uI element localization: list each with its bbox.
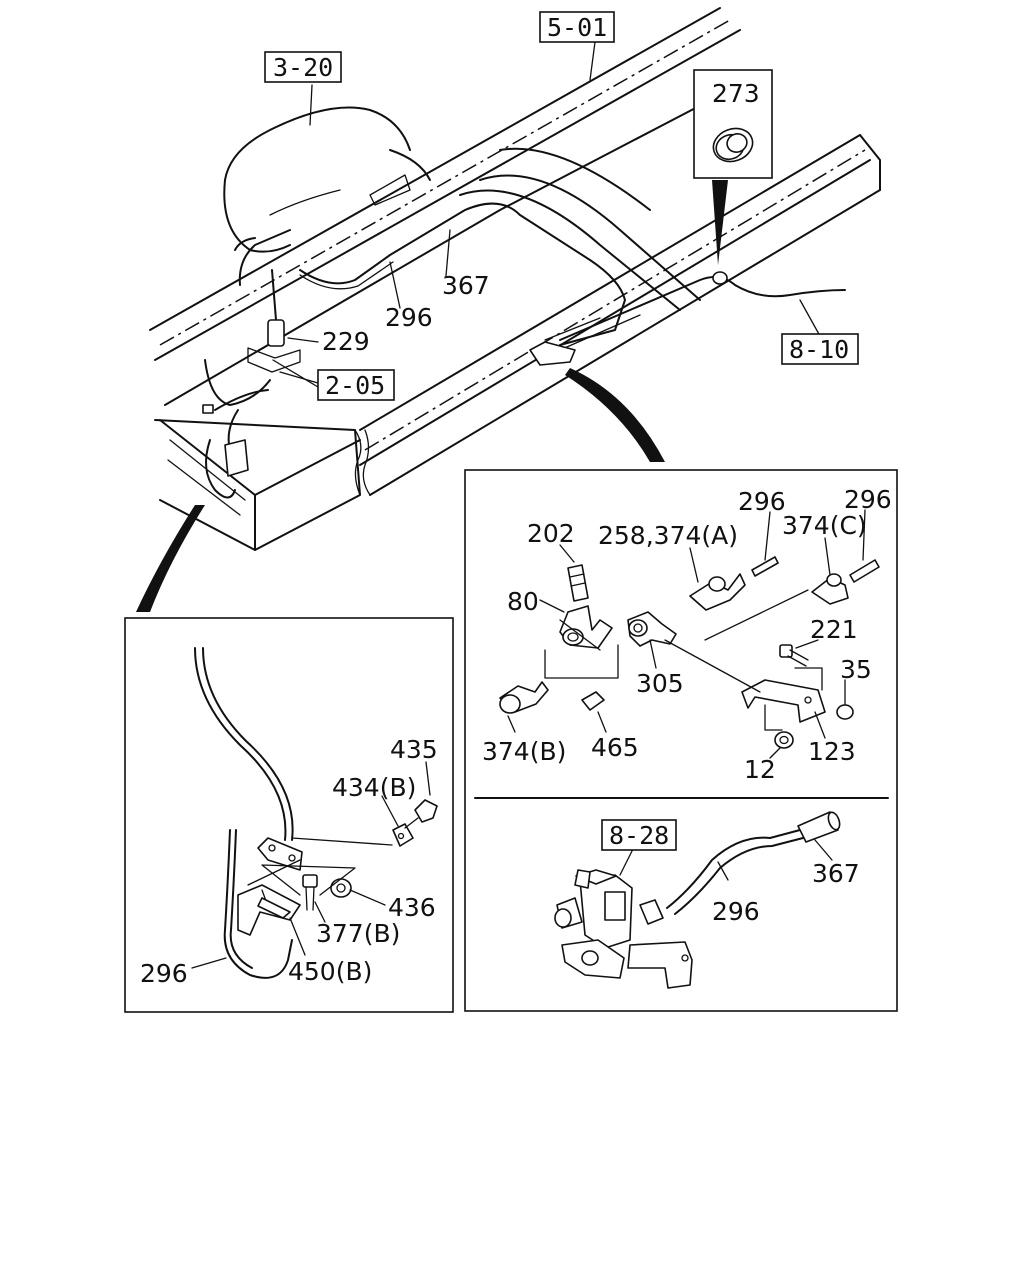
part-label-273: 273	[712, 79, 760, 108]
part-label-435: 435	[390, 735, 438, 764]
part-label-123: 123	[808, 737, 856, 766]
part-label-202: 202	[527, 519, 575, 548]
part-label-229: 229	[322, 327, 370, 356]
part-label-296-top-a: 296	[738, 487, 786, 516]
part-label-296-bottom: 296	[712, 897, 760, 926]
part-label-367-bottom: 367	[812, 859, 860, 888]
part-label-35: 35	[840, 655, 872, 684]
ref-box-3-20: 3-20	[264, 51, 342, 83]
ref-box-8-10: 8-10	[781, 333, 859, 365]
ref-label-3-20: 3-20	[273, 53, 333, 82]
ref-box-8-28: 8-28	[601, 819, 677, 851]
part-label-434b: 434(B)	[332, 773, 416, 802]
part-label-377b: 377(B)	[316, 919, 400, 948]
left-detail-panel	[124, 617, 454, 1013]
ref-box-5-01: 5-01	[539, 11, 615, 43]
part-label-296-left: 296	[140, 959, 188, 988]
part-label-465: 465	[591, 733, 639, 762]
part-label-258-374a: 258,374(A)	[598, 521, 738, 550]
ref-box-2-05: 2-05	[317, 369, 395, 401]
part-label-296-top-b: 296	[844, 485, 892, 514]
right-detail-panel	[464, 469, 898, 1012]
part-label-374b: 374(B)	[482, 737, 566, 766]
part-label-12: 12	[744, 755, 776, 784]
part-label-374c: 374(C)	[782, 511, 867, 540]
part-label-436: 436	[388, 893, 436, 922]
chassis-frame-illustration	[136, 7, 881, 612]
part-label-305: 305	[636, 669, 684, 698]
ref-label-5-01: 5-01	[547, 13, 607, 42]
part-label-367-main: 367	[442, 271, 490, 300]
part-label-221: 221	[810, 615, 858, 644]
ref-label-2-05: 2-05	[325, 371, 385, 400]
part-label-296-main: 296	[385, 303, 433, 332]
callout-273: 273	[693, 69, 773, 179]
ref-label-8-28: 8-28	[609, 821, 669, 850]
part-label-80: 80	[507, 587, 539, 616]
part-label-450b: 450(B)	[288, 957, 372, 986]
ref-label-8-10: 8-10	[789, 335, 849, 364]
